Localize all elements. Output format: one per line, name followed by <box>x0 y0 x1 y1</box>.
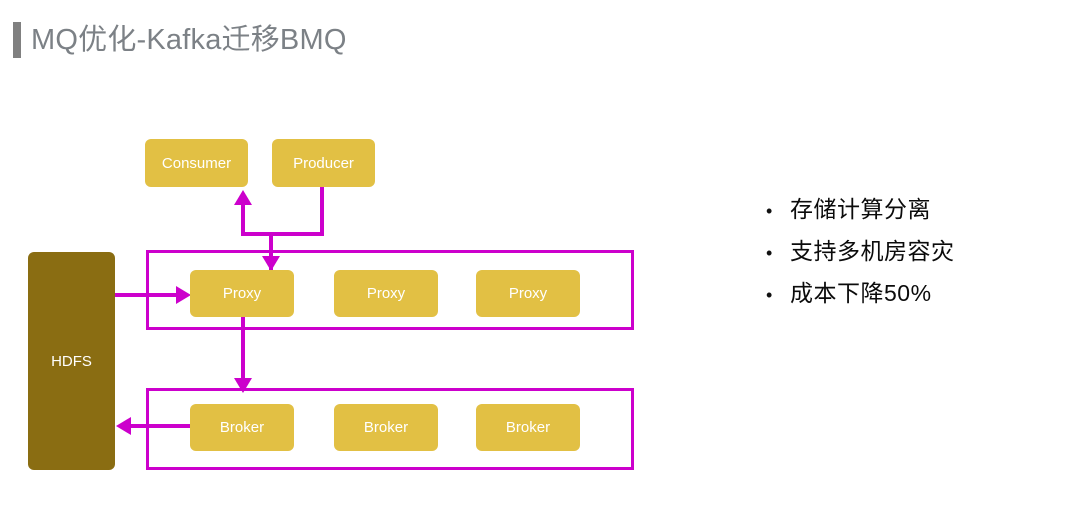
bullet-text-1: 存储计算分离 <box>790 196 931 222</box>
node-proxy-3-label: Proxy <box>508 285 548 302</box>
node-producer[interactable]: Producer <box>272 139 375 187</box>
arrowhead-into-broker <box>234 378 252 393</box>
connector-broker-to-hdfs <box>124 424 191 428</box>
node-broker-1-label: Broker <box>219 419 265 436</box>
arrowhead-into-proxy <box>262 256 280 271</box>
node-hdfs-label: HDFS <box>51 352 92 370</box>
proxy-group-container <box>146 250 634 330</box>
arrowhead-into-proxy-from-hdfs <box>176 286 191 304</box>
node-proxy-2-label: Proxy <box>366 285 406 302</box>
list-item: • 支持多机房容灾 <box>760 232 1060 274</box>
page-title: MQ优化-Kafka迁移BMQ <box>13 20 347 60</box>
connector-producer-vertical <box>320 187 324 236</box>
node-producer-label: Producer <box>293 154 354 172</box>
node-proxy-1[interactable]: Proxy <box>190 270 294 317</box>
bullet-text-2: 支持多机房容灾 <box>790 238 955 264</box>
connector-producer-horizontal <box>241 232 324 236</box>
node-broker-3-label: Broker <box>505 419 551 436</box>
node-consumer-label: Consumer <box>161 154 232 172</box>
title-accent-bar <box>13 22 21 58</box>
bullet-text-3: 成本下降50% <box>790 280 932 306</box>
broker-group-container <box>146 388 634 470</box>
node-consumer[interactable]: Consumer <box>145 139 248 187</box>
node-broker-2-label: Broker <box>363 419 409 436</box>
bullet-marker-icon: • <box>766 201 773 221</box>
connector-proxy-to-broker <box>241 317 245 384</box>
list-item: • 成本下降50% <box>760 274 1060 316</box>
node-proxy-1-label: Proxy <box>222 285 262 302</box>
node-broker-1[interactable]: Broker <box>190 404 294 451</box>
list-item: • 存储计算分离 <box>760 190 1060 232</box>
connector-hdfs-to-proxy <box>115 293 183 297</box>
node-proxy-2[interactable]: Proxy <box>334 270 438 317</box>
node-broker-3[interactable]: Broker <box>476 404 580 451</box>
arrowhead-to-consumer <box>234 190 252 205</box>
node-proxy-3[interactable]: Proxy <box>476 270 580 317</box>
feature-bullet-list: • 存储计算分离 • 支持多机房容灾 • 成本下降50% <box>760 190 1060 316</box>
connector-into-proxy-vertical <box>269 232 273 272</box>
node-broker-2[interactable]: Broker <box>334 404 438 451</box>
arrowhead-into-hdfs-from-broker <box>116 417 131 435</box>
connector-proxy-to-consumer-vertical <box>241 204 245 236</box>
node-hdfs[interactable]: HDFS <box>28 252 115 470</box>
bullet-marker-icon: • <box>766 243 773 263</box>
title-text: MQ优化-Kafka迁移BMQ <box>31 23 347 56</box>
bullet-marker-icon: • <box>766 285 773 305</box>
